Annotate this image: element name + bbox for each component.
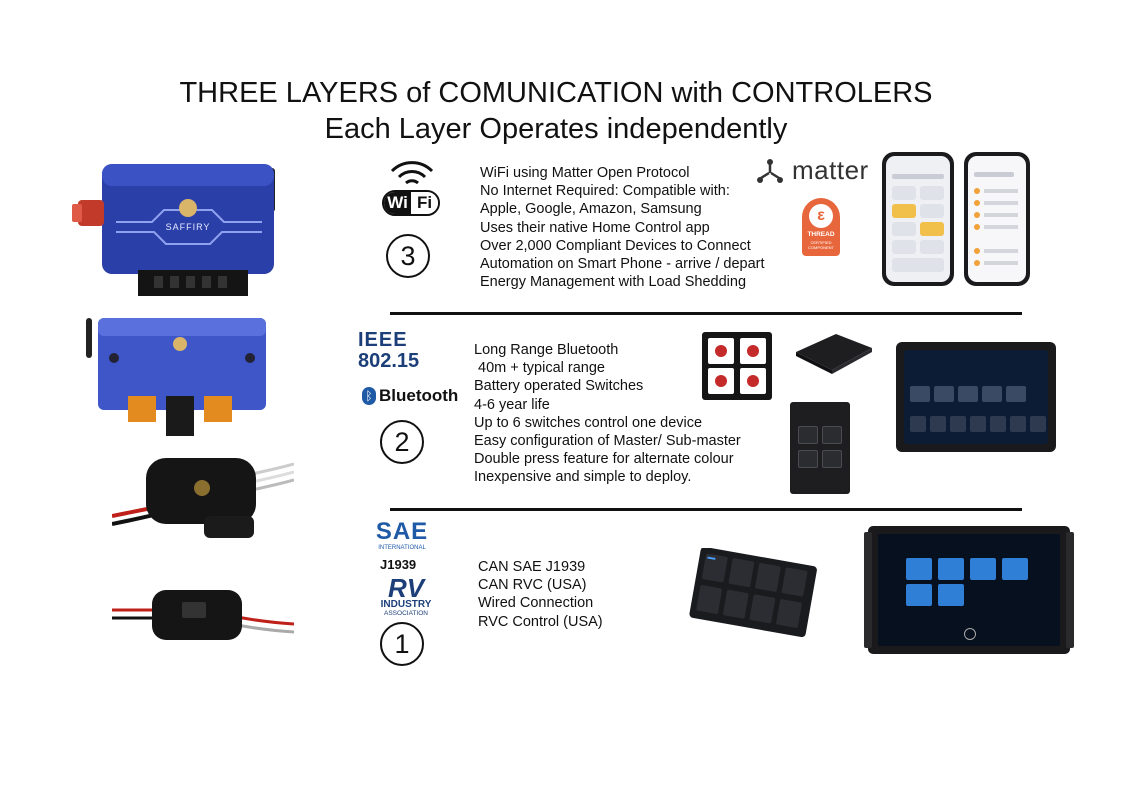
phone-image-left <box>882 152 954 286</box>
thread-logo-subtext: CERTIFIED COMPONENT <box>808 240 834 250</box>
rv-industry-logo: RV INDUSTRY ASSOCIATION <box>370 573 442 618</box>
section-divider-lower <box>390 508 1022 511</box>
layer-2-feature: Long Range Bluetooth <box>474 342 619 358</box>
touch-panel-image-large <box>864 526 1074 654</box>
layer-3-feature: Automation on Smart Phone - arrive / dep… <box>480 256 765 273</box>
phone-image-right <box>964 152 1030 286</box>
bluetooth-logo-text: Bluetooth <box>379 386 459 405</box>
layer-1-feature: CAN RVC (USA) <box>478 577 587 594</box>
wifi-icon <box>390 161 434 185</box>
four-button-switch-image <box>702 332 772 400</box>
page-title: THREE LAYERS of COMUNICATION with CONTRO… <box>179 77 933 109</box>
controller-image-top: SAFFIRY <box>72 164 275 296</box>
j1939-label: J1939 <box>380 557 417 572</box>
layer-2-feature: Inexpensive and simple to deploy. <box>474 469 692 486</box>
thread-logo-text: THREAD <box>807 231 835 238</box>
section-divider-upper <box>390 312 1022 315</box>
layer-3-features: WiFi using Matter Open Protocol No Inter… <box>480 164 765 291</box>
layer-number-1: 1 <box>380 622 424 666</box>
wifi-logo-left: Wi <box>384 192 411 214</box>
layer-2-feature: Easy configuration of Master/ Sub-master <box>474 433 741 450</box>
layer-3-feature: Energy Management with Load Shedding <box>480 274 747 291</box>
matter-logo-text: matter <box>792 155 869 185</box>
ieee-logo-top: IEEE <box>358 329 408 351</box>
layer-1-feature: Wired Connection <box>478 595 594 612</box>
page-subtitle: Each Layer Operates independently <box>324 113 788 145</box>
sensor-image-lower <box>112 590 294 640</box>
sae-logo: SAE INTERNATIONAL <box>370 520 434 552</box>
sae-logo-subtext: INTERNATIONAL <box>378 545 426 551</box>
thread-logo: ε THREAD CERTIFIED COMPONENT <box>802 198 840 256</box>
layer-number-3: 3 <box>386 234 430 278</box>
ieee-logo-bottom: 802.15 <box>358 350 420 372</box>
touch-panel-image-medium <box>896 342 1056 452</box>
wireless-switch-image <box>796 334 872 374</box>
rv-logo-text: RV <box>387 573 425 603</box>
controller-brand-top: SAFFIRY <box>166 222 211 232</box>
rv-association-text: ASSOCIATION <box>384 610 428 617</box>
sensor-image-upper <box>112 458 294 538</box>
layer-3-feature: Uses their native Home Control app <box>480 219 710 236</box>
layer-2-feature: Battery operated Switches <box>474 378 644 395</box>
layer-3-feature: Over 2,000 Compliant Devices to Connect <box>480 237 751 254</box>
layer-1-feature: RVC Control (USA) <box>478 613 603 630</box>
layer-2-feature: Double press feature for alternate colou… <box>474 451 734 468</box>
layer-2-features: Long Range Bluetooth 40m + typical range… <box>474 341 741 487</box>
bluetooth-icon: ᛒ <box>362 387 376 405</box>
matter-icon <box>757 159 783 183</box>
rv-industry-text: INDUSTRY <box>380 599 432 610</box>
layer-2-feature: 40m + typical range <box>474 360 605 377</box>
layer-3-feature: Apple, Google, Amazon, Samsung <box>480 201 702 218</box>
wifi-logo-right: Fi <box>411 192 438 214</box>
layer-1-features: CAN SAE J1939 CAN RVC (USA) Wired Connec… <box>478 558 603 631</box>
layer-1-feature: CAN SAE J1939 <box>478 559 586 575</box>
wifi-logo: Wi Fi <box>382 190 440 216</box>
sae-logo-text: SAE <box>375 518 429 545</box>
layer-2-feature: Up to 6 switches control one device <box>474 414 703 431</box>
layer-3-feature: WiFi using Matter Open Protocol <box>480 165 690 181</box>
layer-number-2: 2 <box>380 420 424 464</box>
bluetooth-logo: ᛒ Bluetooth <box>362 386 458 406</box>
thread-icon: ε <box>809 204 833 228</box>
layer-3-feature: No Internet Required: Compatible with: <box>480 183 730 200</box>
layer-2-feature: 4-6 year life <box>474 396 550 413</box>
keypad-switch-image <box>689 548 817 638</box>
controller-image-middle <box>86 318 266 436</box>
ieee-logo: IEEE 802.15 <box>358 330 454 374</box>
remote-switch-image <box>790 402 850 494</box>
